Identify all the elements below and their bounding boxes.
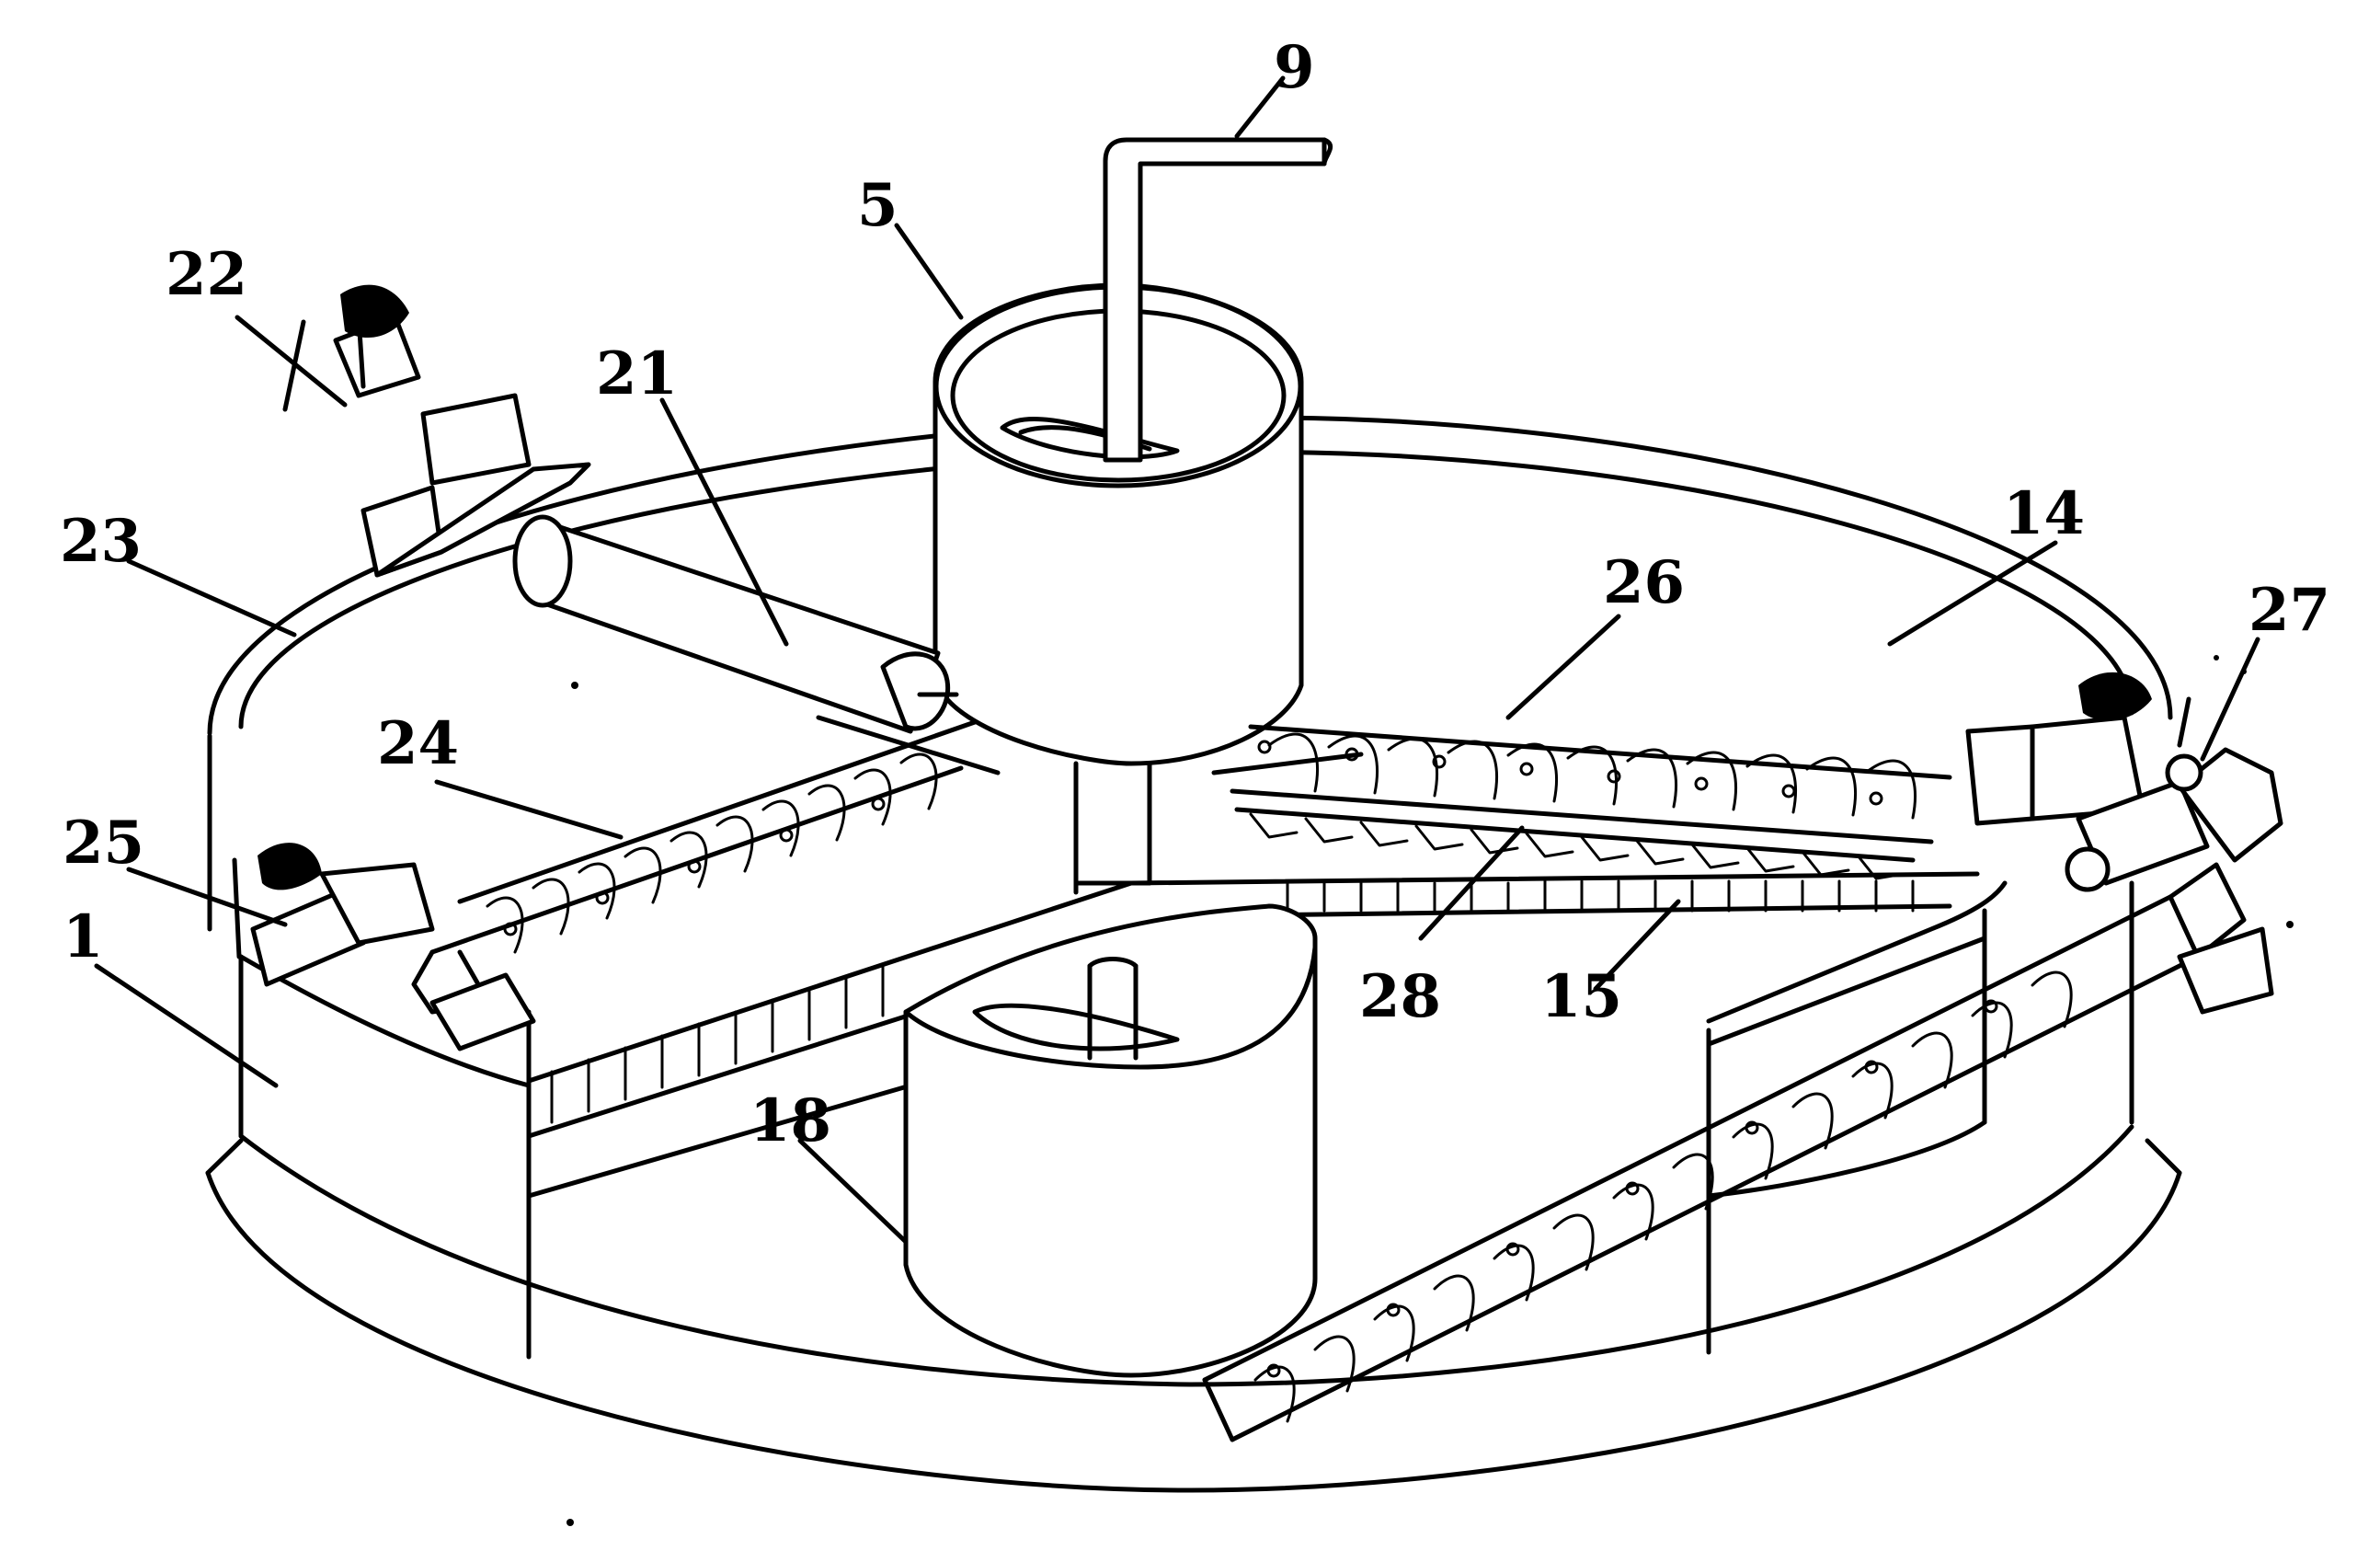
leader-lines: [94, 75, 2260, 1245]
screw-conveyor-26: [1230, 724, 1952, 844]
leader-22: [235, 315, 348, 408]
leader-21: [659, 397, 789, 647]
upper-mixing-cylinder: [933, 282, 1304, 766]
leader-24: [434, 779, 624, 840]
motor-22: [282, 284, 591, 578]
leader-28: [1418, 825, 1525, 941]
label-21: 21: [596, 339, 678, 408]
label-26: 26: [1603, 548, 1685, 617]
motor-27: [1965, 672, 2283, 892]
roller-assembly: [512, 514, 959, 734]
leader-9: [1234, 75, 1286, 139]
feed-pipe: [1103, 137, 1333, 463]
lower-mixing-cylinder: [903, 903, 1318, 1378]
partition-wall-left: [526, 880, 1134, 1199]
reference-numerals: 9 5 22 21 23 14 26 27 24 25 1 28 15 18: [60, 33, 2330, 1155]
leader-18: [797, 1138, 909, 1245]
leader-27: [2200, 637, 2260, 762]
label-22: 22: [166, 240, 247, 309]
label-9: 9: [1274, 33, 1315, 102]
label-25: 25: [63, 809, 144, 878]
label-5: 5: [857, 171, 898, 240]
screw-conveyor-front: [1202, 862, 2274, 1442]
label-27: 27: [2248, 576, 2330, 645]
leader-14: [1887, 540, 2058, 647]
label-18: 18: [749, 1086, 831, 1155]
label-14: 14: [2003, 479, 2085, 548]
screw-conveyor-24: [411, 719, 978, 1015]
leader-23: [126, 558, 297, 637]
label-15: 15: [1540, 962, 1622, 1031]
leader-25: [126, 867, 288, 927]
rake-28: [1234, 807, 1916, 880]
partition-wall-right: [1128, 871, 2008, 1047]
label-23: 23: [60, 507, 142, 576]
scan-specks: [566, 655, 2294, 1526]
leader-1: [94, 963, 279, 1088]
label-24: 24: [377, 709, 459, 778]
base-ring: [205, 1138, 2182, 1493]
leader-15: [1593, 899, 1681, 992]
leader-5: [894, 223, 964, 320]
label-28: 28: [1359, 962, 1441, 1031]
leader-26: [1505, 614, 1621, 720]
label-1: 1: [63, 902, 104, 971]
motor-25: [232, 843, 536, 1051]
